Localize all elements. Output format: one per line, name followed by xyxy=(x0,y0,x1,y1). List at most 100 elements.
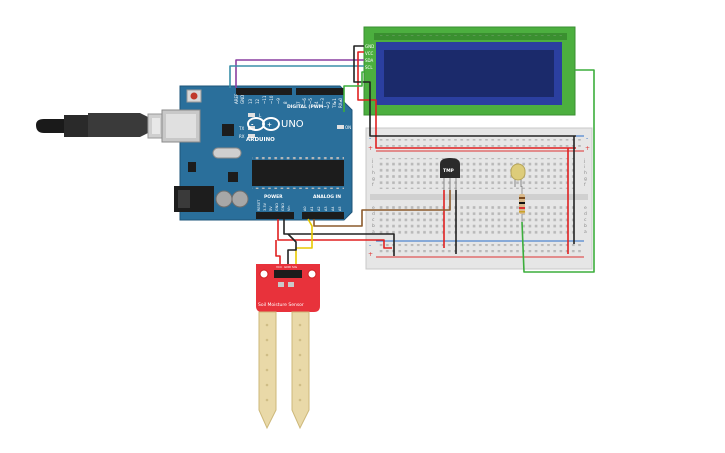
analog-pin-label: A3 xyxy=(324,206,328,211)
rx-led-label: RX xyxy=(239,134,245,139)
lcd-screen xyxy=(384,50,554,97)
row-letter: a xyxy=(372,230,375,235)
lcd-pin-label: VCC xyxy=(365,51,374,56)
digital-pin-label: 2 xyxy=(326,101,331,104)
usb-chip xyxy=(222,124,234,136)
row-letter: f xyxy=(372,182,374,188)
tx-led-label: TX xyxy=(238,126,244,131)
analog-header xyxy=(302,212,344,219)
row-letter: e xyxy=(372,206,375,211)
power-pin-label: 5V xyxy=(269,206,273,211)
power-pin-label: GND xyxy=(275,203,279,211)
usb-cable xyxy=(36,113,165,139)
digital-pin-label: 8 xyxy=(283,101,288,104)
soil-moisture-sensor[interactable]: VCC GND SIG Soil Moisture Sensor xyxy=(256,264,320,430)
wire-soil-gnd xyxy=(287,233,297,264)
analog-in-label: ANALOG IN xyxy=(313,194,341,200)
wire-lcd-vcc xyxy=(357,51,576,149)
power-header xyxy=(256,212,294,219)
arduino-uno-board: AREF GND 13 12 ~11 ~10 ~9 8 7 ~6 ~5 4 ~3… xyxy=(161,85,353,221)
soil-pin-label: GND xyxy=(284,265,292,269)
power-pin-label: 3.3V xyxy=(263,202,267,211)
row-letter: j xyxy=(371,158,373,164)
svg-text:+: + xyxy=(267,122,272,129)
row-letter: b xyxy=(372,223,375,229)
rail-minus-label: - xyxy=(586,135,588,142)
soil-sensor-label: Soil Moisture Sensor xyxy=(258,302,304,308)
wire-green-loop xyxy=(521,69,595,273)
svg-text:-: - xyxy=(251,122,254,129)
digital-pin-label: ~9 xyxy=(276,98,281,104)
digital-pin-label: 13 xyxy=(248,98,253,104)
rail-minus-label: - xyxy=(369,135,371,142)
rail-plus-label: + xyxy=(585,145,590,152)
crystal xyxy=(212,147,242,159)
rail-minus-label: - xyxy=(369,242,371,249)
reset-button[interactable] xyxy=(186,89,202,103)
digital-pin-label: ~10 xyxy=(269,95,274,104)
uno-model-label: UNO xyxy=(281,119,304,130)
wire-lcd-green xyxy=(343,71,364,112)
row-letter: d xyxy=(372,211,375,217)
analog-pin-label: A1 xyxy=(310,206,314,211)
breadboard: j i h g f e d c b a j i h g f e d c b a … xyxy=(365,127,593,270)
atmega-chip xyxy=(252,160,344,186)
wire-scl xyxy=(229,65,364,88)
row-letter: c xyxy=(584,218,587,223)
digital-pin-label: ~3 xyxy=(320,98,325,104)
digital-pin-label: ~5 xyxy=(308,98,313,104)
analog-pin-label: A4 xyxy=(331,206,335,211)
row-letter: h xyxy=(372,170,375,176)
wire-5v xyxy=(277,219,392,249)
row-letter: a xyxy=(584,230,587,235)
digital-pin-label: TX▸1 xyxy=(332,98,337,109)
wires xyxy=(229,45,595,273)
arduino-brand-label: ARDUINO xyxy=(246,137,275,143)
soil-pin-label: SIG xyxy=(292,265,298,269)
lcd-pin-label: SCL xyxy=(365,65,373,70)
power-label: POWER xyxy=(264,194,283,200)
row-letter: i xyxy=(372,164,373,170)
wire-gnd xyxy=(283,219,395,256)
lcd-pin-label: GND xyxy=(365,44,374,49)
wire-soil-signal xyxy=(295,218,313,264)
row-letter: b xyxy=(584,223,587,229)
digital-pin-label: RX◂0 xyxy=(338,97,343,108)
rail-plus-label: + xyxy=(368,145,373,152)
digital-header-right xyxy=(296,88,344,95)
tmp-label: TMP xyxy=(443,168,455,174)
row-letter: d xyxy=(584,211,587,217)
digital-pwm-label: DIGITAL (PWM~) xyxy=(287,104,329,110)
lcd-pin-label: SDA xyxy=(365,58,374,63)
row-letter: c xyxy=(372,218,375,223)
soil-pin-label: VCC xyxy=(276,265,282,269)
row-letter: i xyxy=(584,164,585,170)
l-led-label: L xyxy=(259,113,262,118)
power-pin-label: Vin xyxy=(287,205,291,211)
row-letter: j xyxy=(583,158,585,164)
digital-pin-label: 7 xyxy=(296,101,301,104)
power-pin-label: RESET xyxy=(257,199,261,211)
yellow-led[interactable] xyxy=(510,163,526,187)
row-letter: g xyxy=(372,177,375,182)
power-pin-label: GND xyxy=(281,203,285,211)
wire-sda xyxy=(235,59,364,88)
analog-pin-label: A2 xyxy=(317,206,321,211)
aref-label: AREF xyxy=(234,93,239,104)
digital-pin-label: ~6 xyxy=(302,98,307,104)
digital-pin-label: ~11 xyxy=(262,95,267,104)
arduino-logo: - + xyxy=(247,117,280,131)
row-letter: e xyxy=(584,206,587,211)
digital-pin-label: 12 xyxy=(255,98,260,104)
row-letter: h xyxy=(584,170,587,176)
row-letter: g xyxy=(584,177,587,182)
analog-pin-label: A5 xyxy=(338,206,342,211)
wire-tmp-signal xyxy=(313,190,451,227)
on-led-label: ON xyxy=(345,125,351,130)
analog-pin-label: A0 xyxy=(303,206,307,211)
lcd-module: GND VCC SDA SCL xyxy=(363,26,576,116)
gnd-label-top: GND xyxy=(240,95,245,104)
row-letter: f xyxy=(584,182,586,188)
tmp-temperature-sensor[interactable]: TMP xyxy=(440,158,460,190)
